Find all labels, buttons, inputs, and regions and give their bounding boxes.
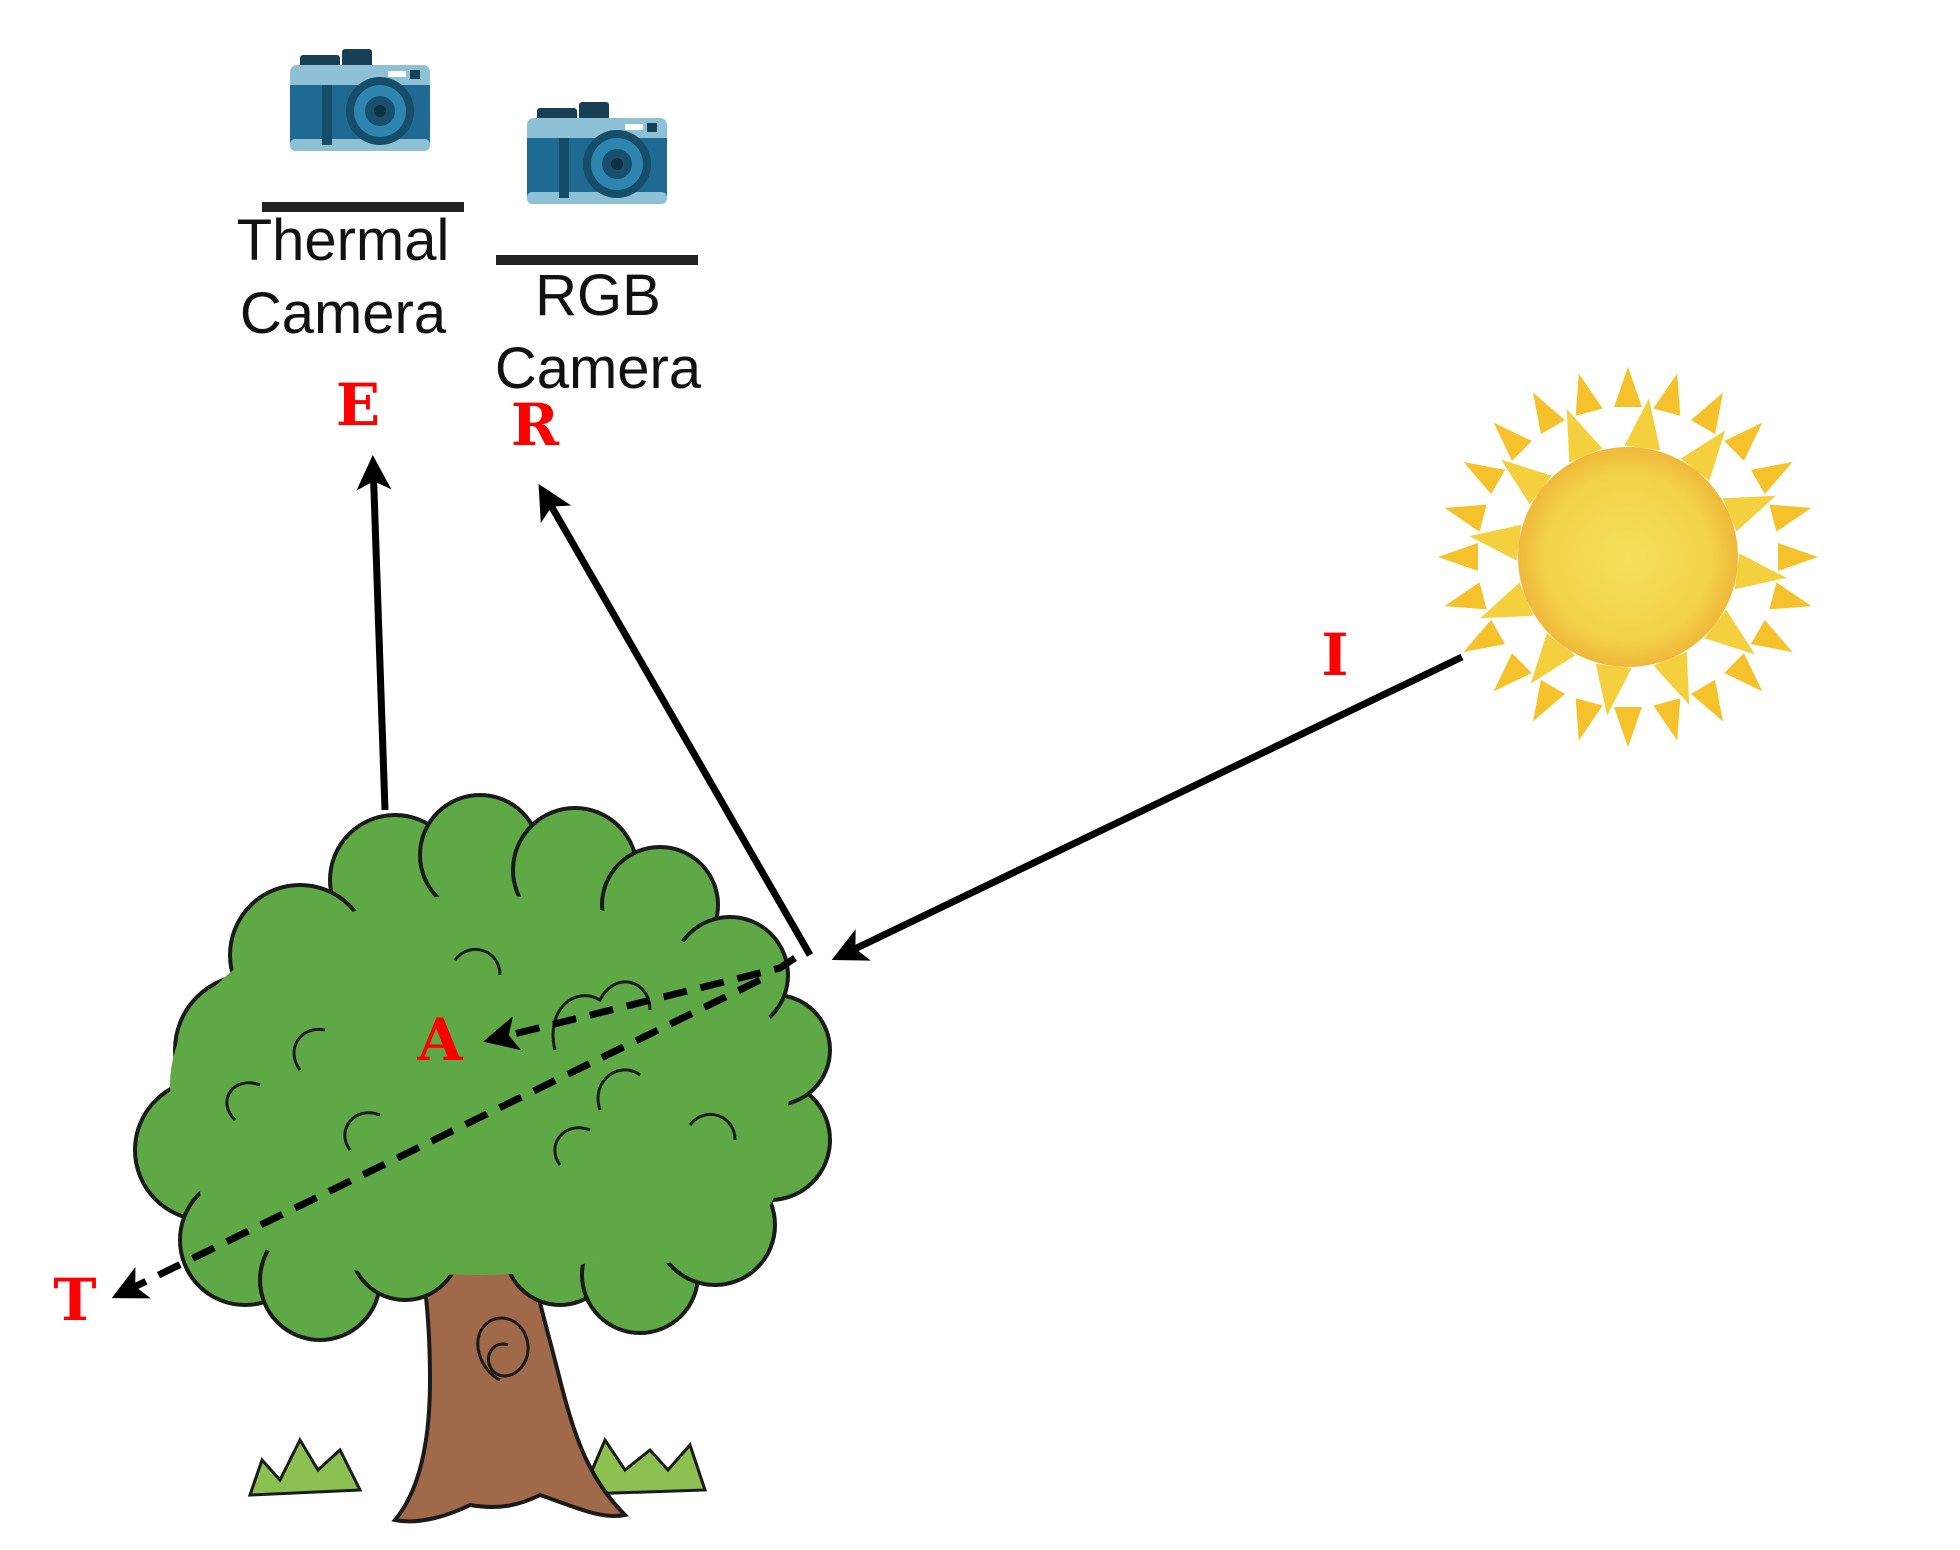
rgb-camera-label-line1: RGB xyxy=(535,263,661,328)
label-transmitted: T xyxy=(53,1266,96,1334)
thermal-camera-caption-bar xyxy=(262,202,464,212)
absorbed-arrow xyxy=(483,955,797,1051)
label-absorbed: A xyxy=(416,1006,463,1074)
label-emitted: E xyxy=(336,371,380,439)
sun-icon xyxy=(1438,367,1818,747)
rgb-camera-icon xyxy=(527,102,667,204)
reflected-arrow xyxy=(538,483,814,957)
tree-knot xyxy=(476,1316,530,1382)
rgb-camera-caption-bar xyxy=(496,255,698,265)
transmitted-arrow xyxy=(111,976,762,1299)
tree-icon xyxy=(133,793,832,1524)
emitted-arrow xyxy=(356,455,392,811)
label-reflected: R xyxy=(511,391,560,459)
thermal-camera-icon xyxy=(290,49,430,151)
tree-canopy xyxy=(133,793,832,1342)
thermal-camera-label-line2: Camera xyxy=(240,281,447,346)
tree-canopy-details xyxy=(225,947,737,1166)
label-incident: I xyxy=(1321,621,1348,689)
incident-arrow xyxy=(831,653,1464,961)
rgb-camera-label-line2: Camera xyxy=(495,336,702,401)
thermal-camera-label-line1: Thermal xyxy=(237,208,450,273)
